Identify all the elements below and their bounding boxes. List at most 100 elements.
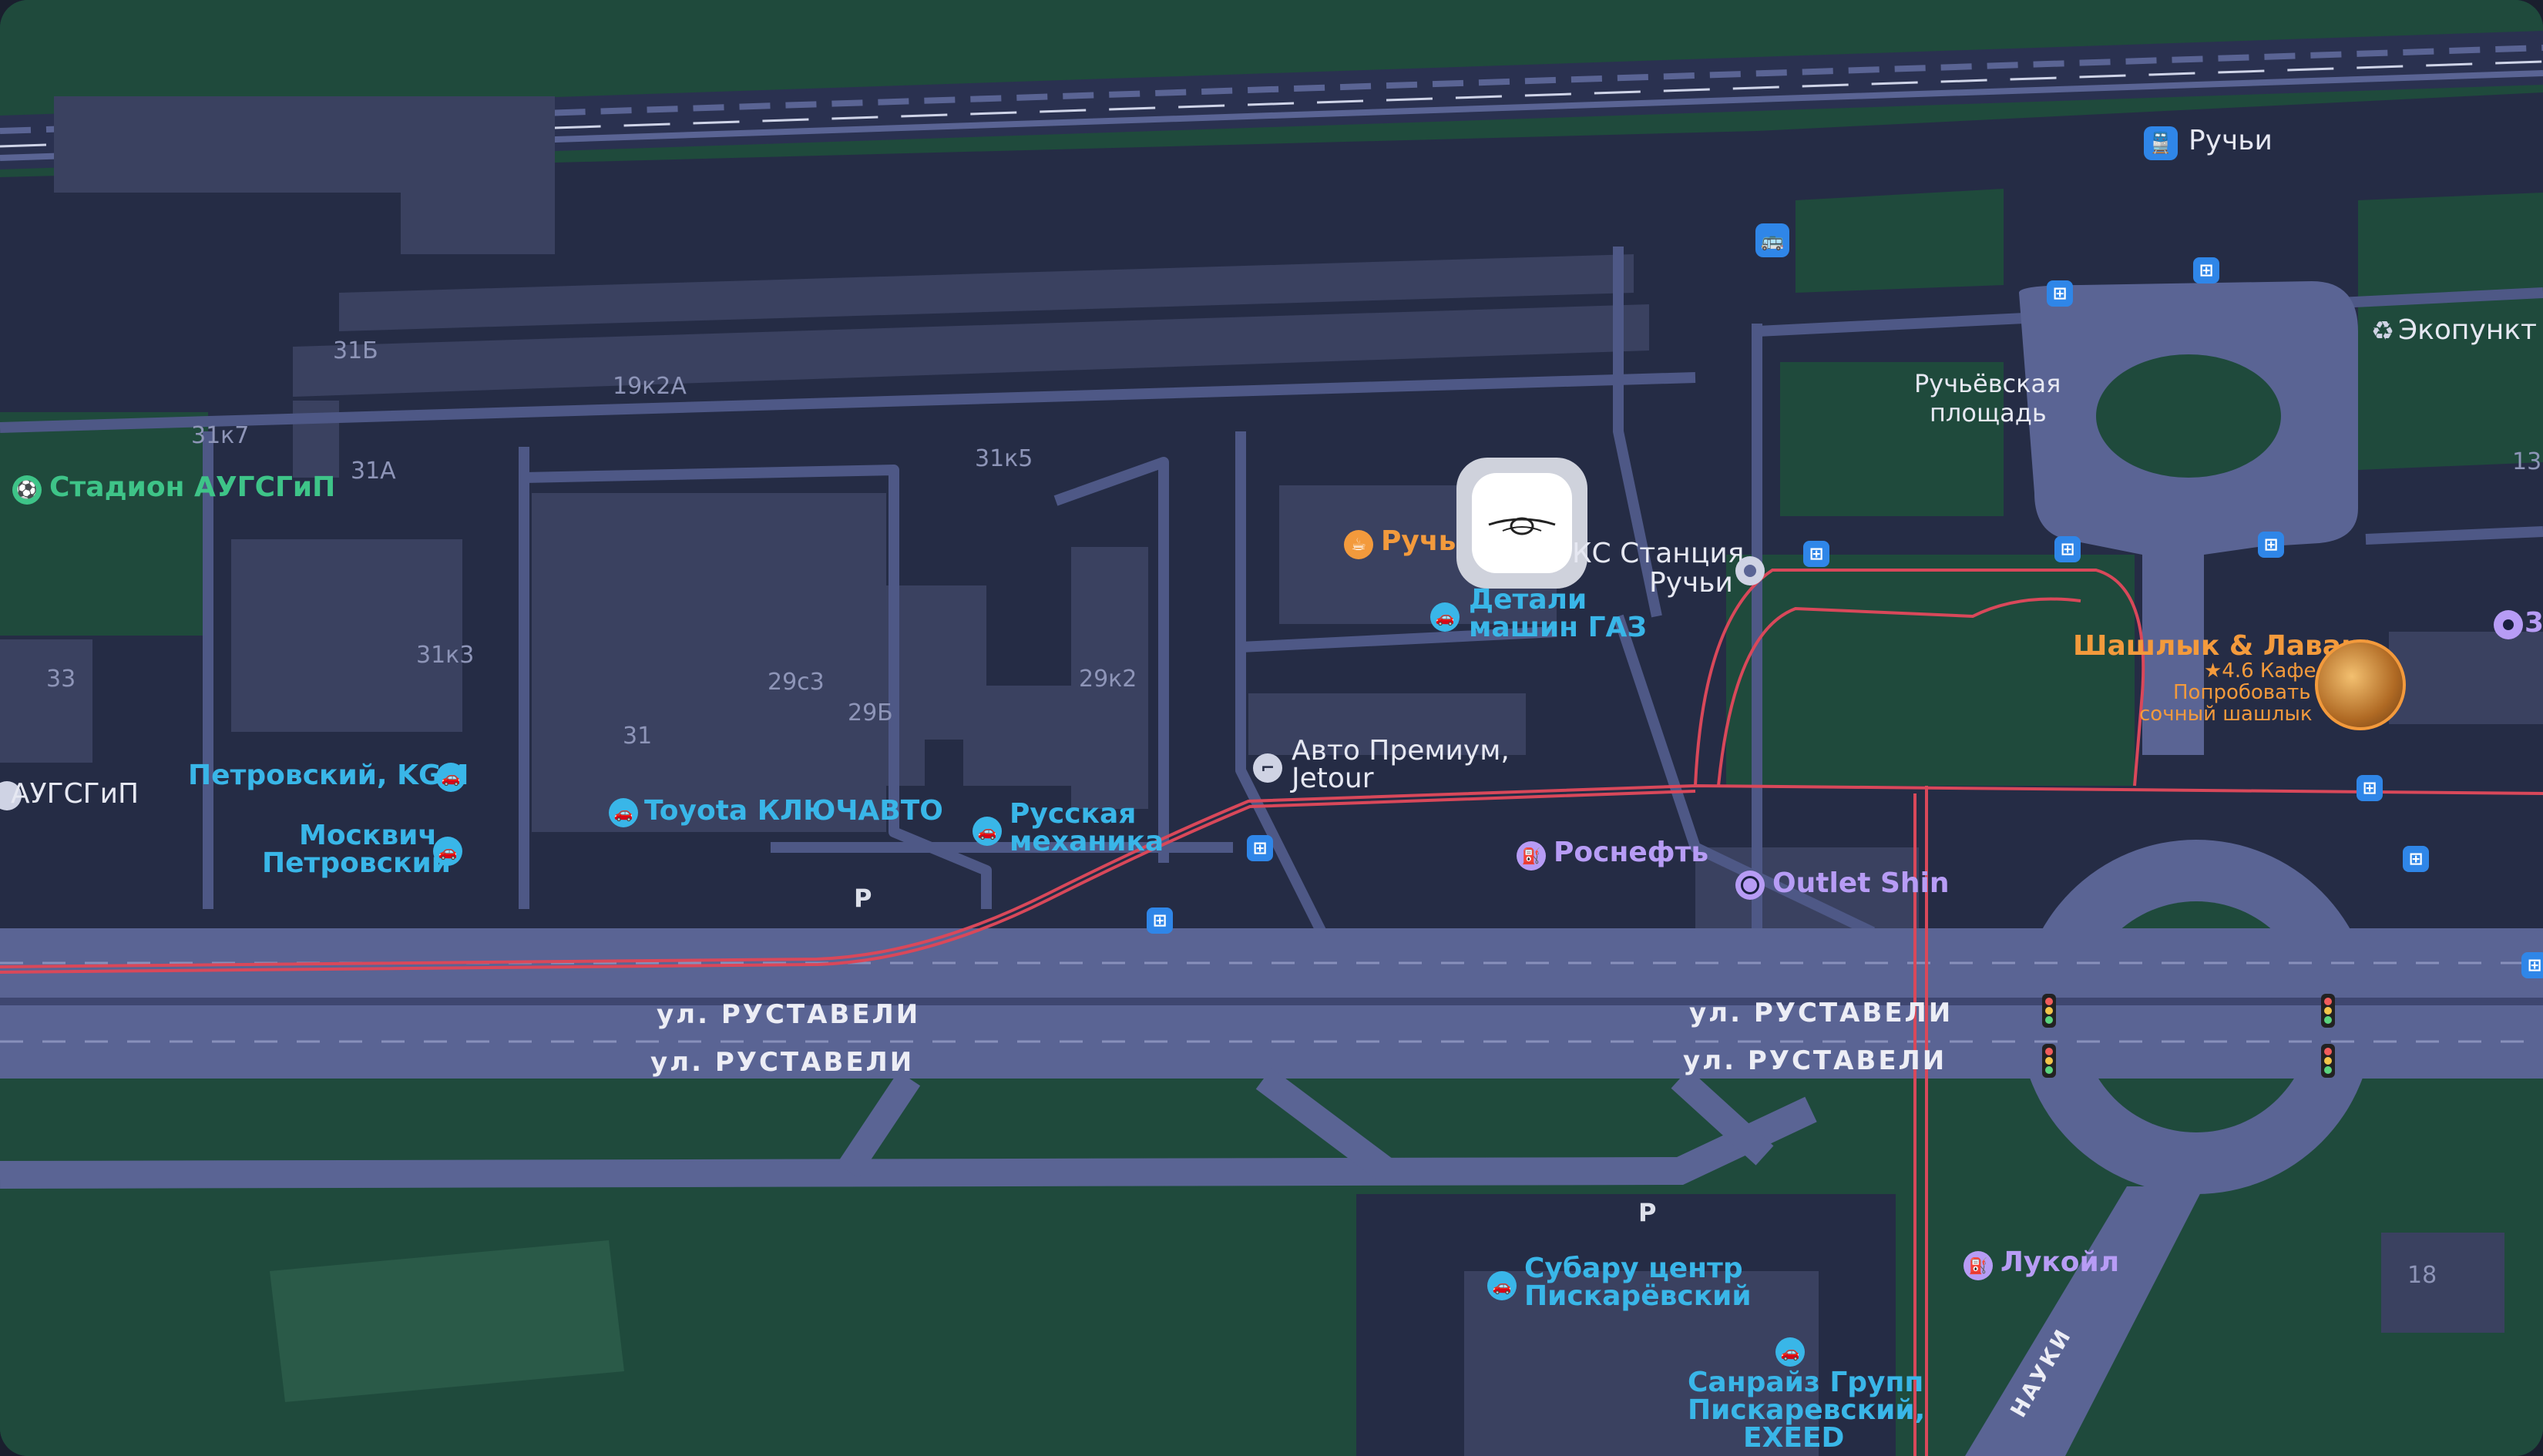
ramp-road bbox=[1255, 1068, 1396, 1182]
building bbox=[0, 639, 92, 763]
poi-gaz-parts[interactable]: Детали bbox=[1469, 584, 1587, 616]
poi-gaz-parts[interactable]: машин ГАЗ bbox=[1469, 612, 1647, 643]
building bbox=[963, 686, 1079, 786]
poi-toyota[interactable]: Toyota КЛЮЧАВТО bbox=[644, 795, 943, 827]
shashlyk-photo-icon[interactable] bbox=[2315, 639, 2406, 730]
tram-lines bbox=[0, 569, 2543, 1456]
poi-sanraiz[interactable]: EXEED bbox=[1743, 1422, 1845, 1454]
traffic-light-icon bbox=[2042, 994, 2056, 1028]
poi-rosneft[interactable]: Роснефть bbox=[1554, 837, 1709, 868]
poi-russkaya-mekhanika[interactable]: механика bbox=[1009, 826, 1164, 857]
poi-lukoil[interactable]: Лукойл bbox=[2000, 1246, 2120, 1278]
building bbox=[2381, 1233, 2504, 1333]
parking-label: P bbox=[1638, 1198, 1657, 1227]
poi-ks-station[interactable]: КС Станция bbox=[1572, 538, 1745, 569]
poi-avto-premium[interactable]: Авто Премиум, bbox=[1292, 735, 1510, 767]
tram-stop-icon[interactable]: ⊞ bbox=[2357, 775, 2383, 801]
selected-place-marker[interactable] bbox=[1456, 458, 1587, 589]
poi-subaru[interactable]: Субару центр bbox=[1524, 1253, 1743, 1284]
building bbox=[293, 304, 1649, 397]
tram-stop-icon[interactable]: ⊞ bbox=[2193, 257, 2219, 283]
building bbox=[1248, 693, 1526, 755]
poi-shashlyk-rating: ★4.6 Кафе bbox=[2204, 659, 2316, 683]
poi-stadium[interactable]: Стадион АУГСГиП bbox=[49, 471, 336, 503]
traffic-light-icon bbox=[2042, 1044, 2056, 1078]
poi-subaru[interactable]: Пискарёвский bbox=[1524, 1280, 1752, 1312]
car-icon[interactable]: 🚗 bbox=[973, 817, 1002, 846]
poi-shashlyk-promo: сочный шашлык bbox=[2139, 703, 2313, 726]
building bbox=[401, 96, 555, 254]
rustaveli-street-road bbox=[0, 998, 2543, 1005]
stadium-icon[interactable]: ⚽ bbox=[12, 475, 42, 505]
poi-partial-right[interactable]: 3 bbox=[2525, 607, 2543, 639]
poi-ks-station[interactable]: Ручьи bbox=[1649, 567, 1733, 599]
building bbox=[848, 693, 925, 786]
poi-pin-icon[interactable] bbox=[2494, 610, 2523, 639]
car-icon[interactable]: 🚗 bbox=[1775, 1337, 1805, 1367]
poi-moskvich[interactable]: Москвич, bbox=[299, 820, 448, 851]
tram-stop-icon[interactable]: ⊞ bbox=[1803, 541, 1829, 567]
car-icon[interactable]: 🚗 bbox=[1487, 1271, 1517, 1300]
park-area bbox=[1796, 189, 2004, 293]
square-inner-park bbox=[2096, 354, 2281, 478]
building-label: 31к5 bbox=[975, 445, 1033, 472]
recycle-icon[interactable]: ♻ bbox=[2370, 316, 2395, 347]
tram-stop-icon[interactable]: ⊞ bbox=[2521, 952, 2543, 978]
street-label-rustaveli: ул. РУСТАВЕЛИ bbox=[1689, 998, 1953, 1028]
coffee-cup-icon[interactable]: ☕ bbox=[1344, 530, 1373, 559]
building-label: 31А bbox=[351, 458, 396, 485]
tram-stop-icon[interactable]: ⊞ bbox=[1147, 907, 1173, 934]
building-label: 18 bbox=[2407, 1262, 2437, 1289]
fuel-station-icon[interactable]: ⛽ bbox=[1517, 841, 1546, 871]
building-label: 29к2 bbox=[1079, 666, 1137, 693]
poi-sanraiz[interactable]: Санрайз Групп bbox=[1688, 1367, 1924, 1398]
tram-stop-icon[interactable]: ⊞ bbox=[2047, 280, 2073, 307]
building bbox=[339, 254, 1634, 331]
poi-petrovsky-kgm[interactable]: Петровский, KGM bbox=[188, 760, 469, 791]
building-label: 31 bbox=[623, 723, 653, 750]
poi-sanraiz[interactable]: Пискаревский, bbox=[1688, 1394, 1926, 1426]
poi-avto-premium[interactable]: Jetour bbox=[1292, 763, 1374, 794]
service-roads bbox=[0, 247, 2543, 1005]
tram-stop-icon[interactable]: ⊞ bbox=[1247, 835, 1273, 861]
car-brand-logo-icon bbox=[1472, 473, 1572, 573]
building bbox=[1071, 547, 1148, 809]
park-area bbox=[0, 412, 208, 636]
park-area bbox=[2358, 193, 2543, 470]
park-area bbox=[1726, 555, 2135, 786]
car-dealer-icon[interactable]: ⌐ bbox=[1253, 753, 1282, 783]
parking-label: P bbox=[854, 884, 872, 913]
building-label: 19к2А bbox=[613, 373, 687, 400]
building-label: 31к7 bbox=[191, 422, 250, 449]
bus-stop-icon[interactable]: 🚌 bbox=[1755, 223, 1789, 257]
building-label: 29с3 bbox=[768, 669, 825, 696]
fuel-station-icon[interactable]: ⛽ bbox=[1964, 1251, 1993, 1280]
poi-shashlyk-title[interactable]: Шашлык & Лаваш bbox=[2073, 630, 2371, 662]
tram-stop-icon[interactable]: ⊞ bbox=[2054, 536, 2081, 562]
poi-augsgip[interactable]: АУГСГиП bbox=[11, 778, 139, 810]
train-station-icon[interactable]: 🚆 bbox=[2144, 126, 2178, 160]
poi-russkaya-mekhanika[interactable]: Русская bbox=[1009, 798, 1137, 830]
building-label: 29Б bbox=[848, 699, 893, 726]
car-icon[interactable]: 🚗 bbox=[609, 798, 638, 827]
nauki-avenue bbox=[1965, 1186, 2204, 1456]
poi-outlet-shin[interactable]: Outlet Shin bbox=[1772, 867, 1950, 899]
car-icon[interactable]: 🚗 bbox=[436, 763, 465, 792]
poi-moskvich[interactable]: Петровский bbox=[262, 847, 451, 879]
traffic-light-icon bbox=[2321, 1044, 2335, 1078]
tram-stop-icon[interactable]: ⊞ bbox=[2258, 532, 2284, 558]
tire-shop-icon[interactable] bbox=[1735, 871, 1765, 900]
street-label-rustaveli: ул. РУСТАВЕЛИ bbox=[657, 999, 921, 1030]
car-icon[interactable]: 🚗 bbox=[1430, 602, 1460, 632]
gas-pin-icon[interactable] bbox=[1735, 556, 1765, 585]
poi-ekopunkt[interactable]: Экопункт bbox=[2398, 314, 2537, 346]
traffic-light-icon bbox=[2321, 994, 2335, 1028]
car-icon[interactable]: 🚗 bbox=[433, 837, 462, 866]
building bbox=[231, 539, 462, 732]
building-label: 31к3 bbox=[416, 642, 475, 669]
poi-ruchyi-station[interactable]: Ручьи bbox=[2189, 125, 2273, 156]
building-label: 33 bbox=[46, 666, 76, 693]
tram-stop-icon[interactable]: ⊞ bbox=[2403, 846, 2429, 872]
